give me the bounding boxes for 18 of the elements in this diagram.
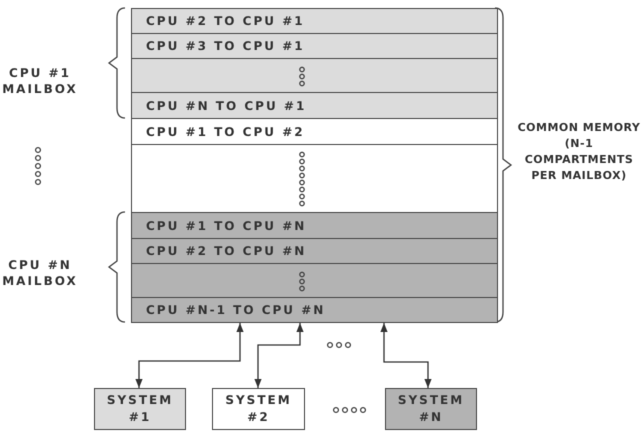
memory-compartment: CPU #2 TO CPU #1 xyxy=(132,9,497,34)
brace-label: CPU #1 MAILBOX xyxy=(1,65,79,97)
memory-compartment: CPU #1 TO CPU #N xyxy=(132,213,497,239)
brace-label: COMMON MEMORY (N-1 COMPARTMENTS PER MAILBOX) xyxy=(516,120,642,184)
memory-compartment: CPU #3 TO CPU #1 xyxy=(132,34,497,59)
connector-arrow xyxy=(380,323,432,388)
memory-block xyxy=(131,8,498,323)
memory-compartment: CPU #N TO CPU #1 xyxy=(132,93,497,119)
memory-compartment xyxy=(132,264,497,298)
system-box: SYSTEM #2 xyxy=(212,388,305,430)
memory-compartment: CPU #N-1 TO CPU #N xyxy=(132,298,497,322)
system-box: SYSTEM #N xyxy=(385,388,477,430)
connector-arrow xyxy=(254,323,304,388)
brace-label: CPU #N MAILBOX xyxy=(1,257,79,289)
connector-arrow xyxy=(135,323,244,388)
memory-compartment xyxy=(132,59,497,93)
system-box: SYSTEM #1 xyxy=(94,388,186,430)
memory-compartment: CPU #2 TO CPU #N xyxy=(132,239,497,264)
